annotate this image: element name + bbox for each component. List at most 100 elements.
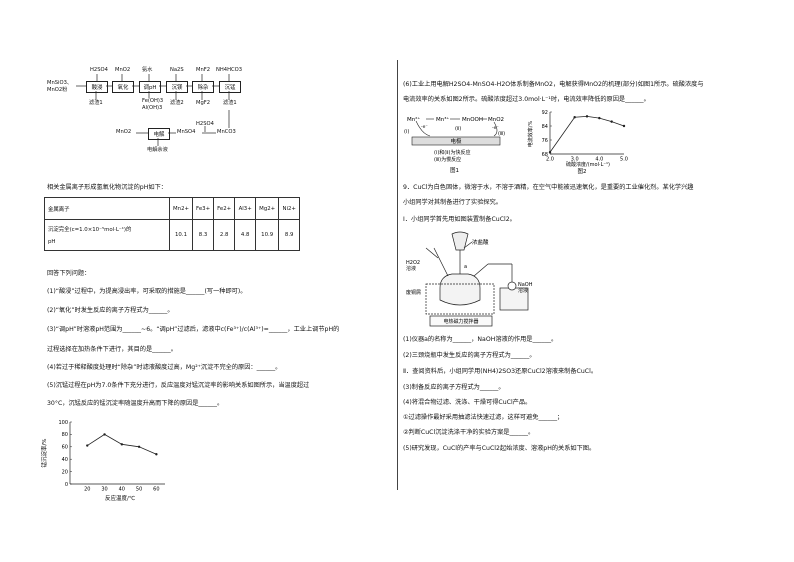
product-mno2: MnO2 [116, 129, 132, 135]
x-tick-label: 30 [101, 487, 107, 493]
fig1-mno2: MnO2 [488, 117, 504, 123]
column-divider [397, 60, 398, 490]
y-tick-label: 92 [542, 110, 548, 116]
ion-mg: Mg2+ [255, 197, 280, 220]
ion-fe3: Fe3+ [192, 197, 215, 220]
data-point [86, 444, 89, 447]
y-tick-label: 60 [62, 445, 68, 451]
intermediate-mnco3: MnCO3 [217, 129, 236, 135]
question-6b: 电流效率的关系如图2所示。硫酸浓度超过3.0mol·L⁻¹时，电流效率降低的原因… [403, 96, 650, 103]
label-a: a [464, 264, 467, 270]
y-tick-label: 84 [542, 124, 548, 130]
x-tick-label: 50 [136, 487, 142, 493]
fig1-mnooh: MnOOH [462, 117, 483, 123]
table-cell: 10.1 [168, 219, 194, 251]
apparatus-diagram: 浓盐酸 H2O2 溶液 a 废铜屑 NaOH 溶液 电热磁力搅拌器 [406, 231, 533, 327]
data-point [548, 151, 552, 154]
ore-label-1: MnSiO3、 [47, 80, 73, 86]
x-axis-label: 硫酸浓度/(mol·L⁻¹) [566, 161, 610, 168]
questions-intro: 回答下列问题： [47, 270, 91, 277]
label-stirrer: 电热磁力搅拌器 [443, 318, 478, 325]
fig1-e2: -e⁻ [492, 126, 499, 131]
fig1-i: (ⅰ) [404, 129, 409, 135]
x-tick-label: 40 [119, 487, 125, 493]
question-5b: 30°C，沉锰反应的锰沉淀率随温度升高而下降的原因是______。 [47, 400, 224, 407]
right-q4a: ①过滤操作最好采用抽滤法快速过滤，这样可避免______； [403, 414, 564, 421]
fig1-note1: (ⅰ)和(ⅱ)为快反应 [434, 149, 470, 156]
ion-mn: Mn2+ [168, 197, 194, 220]
right-q4b: ②判断CuCl沉淀洗涤干净的实验方案是______。 [403, 429, 535, 436]
y-axis-label: 锰沉淀率/% [40, 438, 48, 467]
y-axis-label: 电流效率/% [527, 121, 534, 148]
fig2-caption: 图2 [578, 167, 587, 174]
x-tick-label: 3.0 [571, 157, 579, 163]
table-header-ph-a: 沉淀完全(c=1.0×10⁻⁵mol·L⁻¹)的 [48, 227, 132, 233]
y-tick-label: 40 [62, 457, 68, 463]
right-q4: (4)将混合物过滤、洗涤、干燥可得CuCl产品。 [403, 399, 532, 406]
residue-3: 滤渣1 [223, 100, 237, 106]
right-q1: (1)仪器a的名称为______，NaOH溶液的作用是______。 [403, 336, 558, 343]
label-naoh-2: 溶液 [518, 287, 528, 294]
fig1-caption: 图1 [450, 166, 459, 174]
data-point [598, 116, 601, 120]
x-tick-label: 60 [153, 487, 159, 493]
table-cell: 8.3 [192, 219, 215, 251]
right-q5: (5)研究发现，CuCl的产率与CuCl2起始浓度、溶液pH的关系如下图。 [403, 445, 596, 452]
residual-liquid: 电解余液 [147, 147, 168, 153]
fig1-iii: (ⅲ) [498, 131, 505, 137]
table-cell: 8.9 [278, 219, 301, 251]
fig1-electrode: 电极 [450, 137, 462, 145]
step-adjust-ph: 调pH [139, 81, 161, 93]
y-tick-label: 76 [542, 138, 548, 144]
reagent-nh4hco3: NH4HCO3 [216, 67, 242, 73]
part-2-intro: Ⅱ．查阅资料后，小组同学用(NH4)2SO3还原CuCl2溶液来制备CuCl。 [403, 368, 598, 375]
residue-2: 滤渣2 [170, 100, 184, 106]
table-header-ph: 沉淀完全(c=1.0×10⁻⁵mol·L⁻¹)的 pH [44, 219, 170, 251]
step-acid-leach: 酸浸 [86, 81, 108, 93]
label-hcl: 浓盐酸 [472, 238, 489, 246]
fig1-e1: -e⁻ [421, 125, 428, 130]
intermediate-mnso4: MnSO4 [177, 129, 196, 135]
data-point [573, 116, 576, 119]
reagent-na2s: Na2S [170, 67, 184, 73]
table-cell: 4.8 [234, 219, 257, 251]
residue-feoh3: Fe(OH)3 [142, 98, 164, 104]
question-1: (1)“酸浸”过程中，为提高浸出率，可采取的措施是______(写一种即可)。 [47, 288, 247, 295]
right-q2: (2)三颈烧瓶中发生反应的离子方程式为______。 [403, 352, 536, 359]
step-electrolysis: 电解 [148, 128, 170, 140]
question-4: (4)若过于稀释酸度处理时“除杂”时滤液酸度过高，Mg²⁺沉淀不完全的原因：__… [47, 364, 282, 371]
table-cell: 10.9 [255, 219, 280, 251]
residue-mgf2: MgF2 [196, 100, 211, 106]
step-precip-mg: 沉镁 [166, 81, 188, 93]
table-header-ion: 金属离子 [44, 197, 170, 220]
data-point [155, 453, 158, 456]
series-line [549, 115, 625, 153]
ion-ni: Ni2+ [278, 197, 301, 220]
x-axis-label: 反应温度/℃ [105, 494, 135, 502]
question-9a: 9．CuCl为白色固体，微溶于水，不溶于酒精，在空气中能被迅速氧化，是重要的工业… [403, 184, 694, 191]
ion-al: Al3+ [234, 197, 257, 220]
label-naoh: NaOH [518, 282, 533, 288]
reagent-mno2: MnO2 [115, 67, 131, 73]
question-2: (2)“氧化”时发生反应的离子方程式为______。 [47, 307, 174, 314]
x-tick-label: 2.0 [546, 157, 554, 163]
residue-aloh3: Al(OH)3 [142, 105, 163, 111]
figure-1-mechanism: Mn²⁺ Mn³⁺ MnOOH MnO2 -e⁻ -e⁻ (ⅰ) (ⅱ) (ⅲ)… [404, 116, 505, 174]
question-5a: (5)沉锰过程在pH为7.0条件下充分进行，反应温度对锰沉淀率的影响关系如图所示… [47, 382, 310, 389]
data-point [585, 115, 589, 118]
flowchart-arrows [76, 74, 230, 146]
table-intro: 相关金属离子形成氢氧化物沉淀的pH如下： [47, 184, 167, 191]
y-tick-label: 20 [62, 469, 68, 475]
y-tick-label: 80 [62, 432, 68, 438]
ph-table: 金属离子 Mn2+ Fe3+ Fe2+ Al3+ Mg2+ Ni2+ 沉淀完全(… [44, 197, 301, 251]
step-oxidize: 氧化 [112, 81, 134, 93]
table-cell: 2.8 [213, 219, 236, 251]
reagent-ammonia: 氨水 [142, 67, 153, 73]
fig1-ii: (ⅱ) [455, 126, 461, 132]
data-point [120, 443, 124, 446]
part-1-intro: Ⅰ．小组同学首先用如图装置制备CuCl2。 [403, 216, 516, 223]
fig1-note2: (ⅲ)为慢反应 [434, 156, 461, 163]
data-point [610, 120, 613, 123]
fig1-mn3: Mn³⁺ [436, 116, 449, 123]
